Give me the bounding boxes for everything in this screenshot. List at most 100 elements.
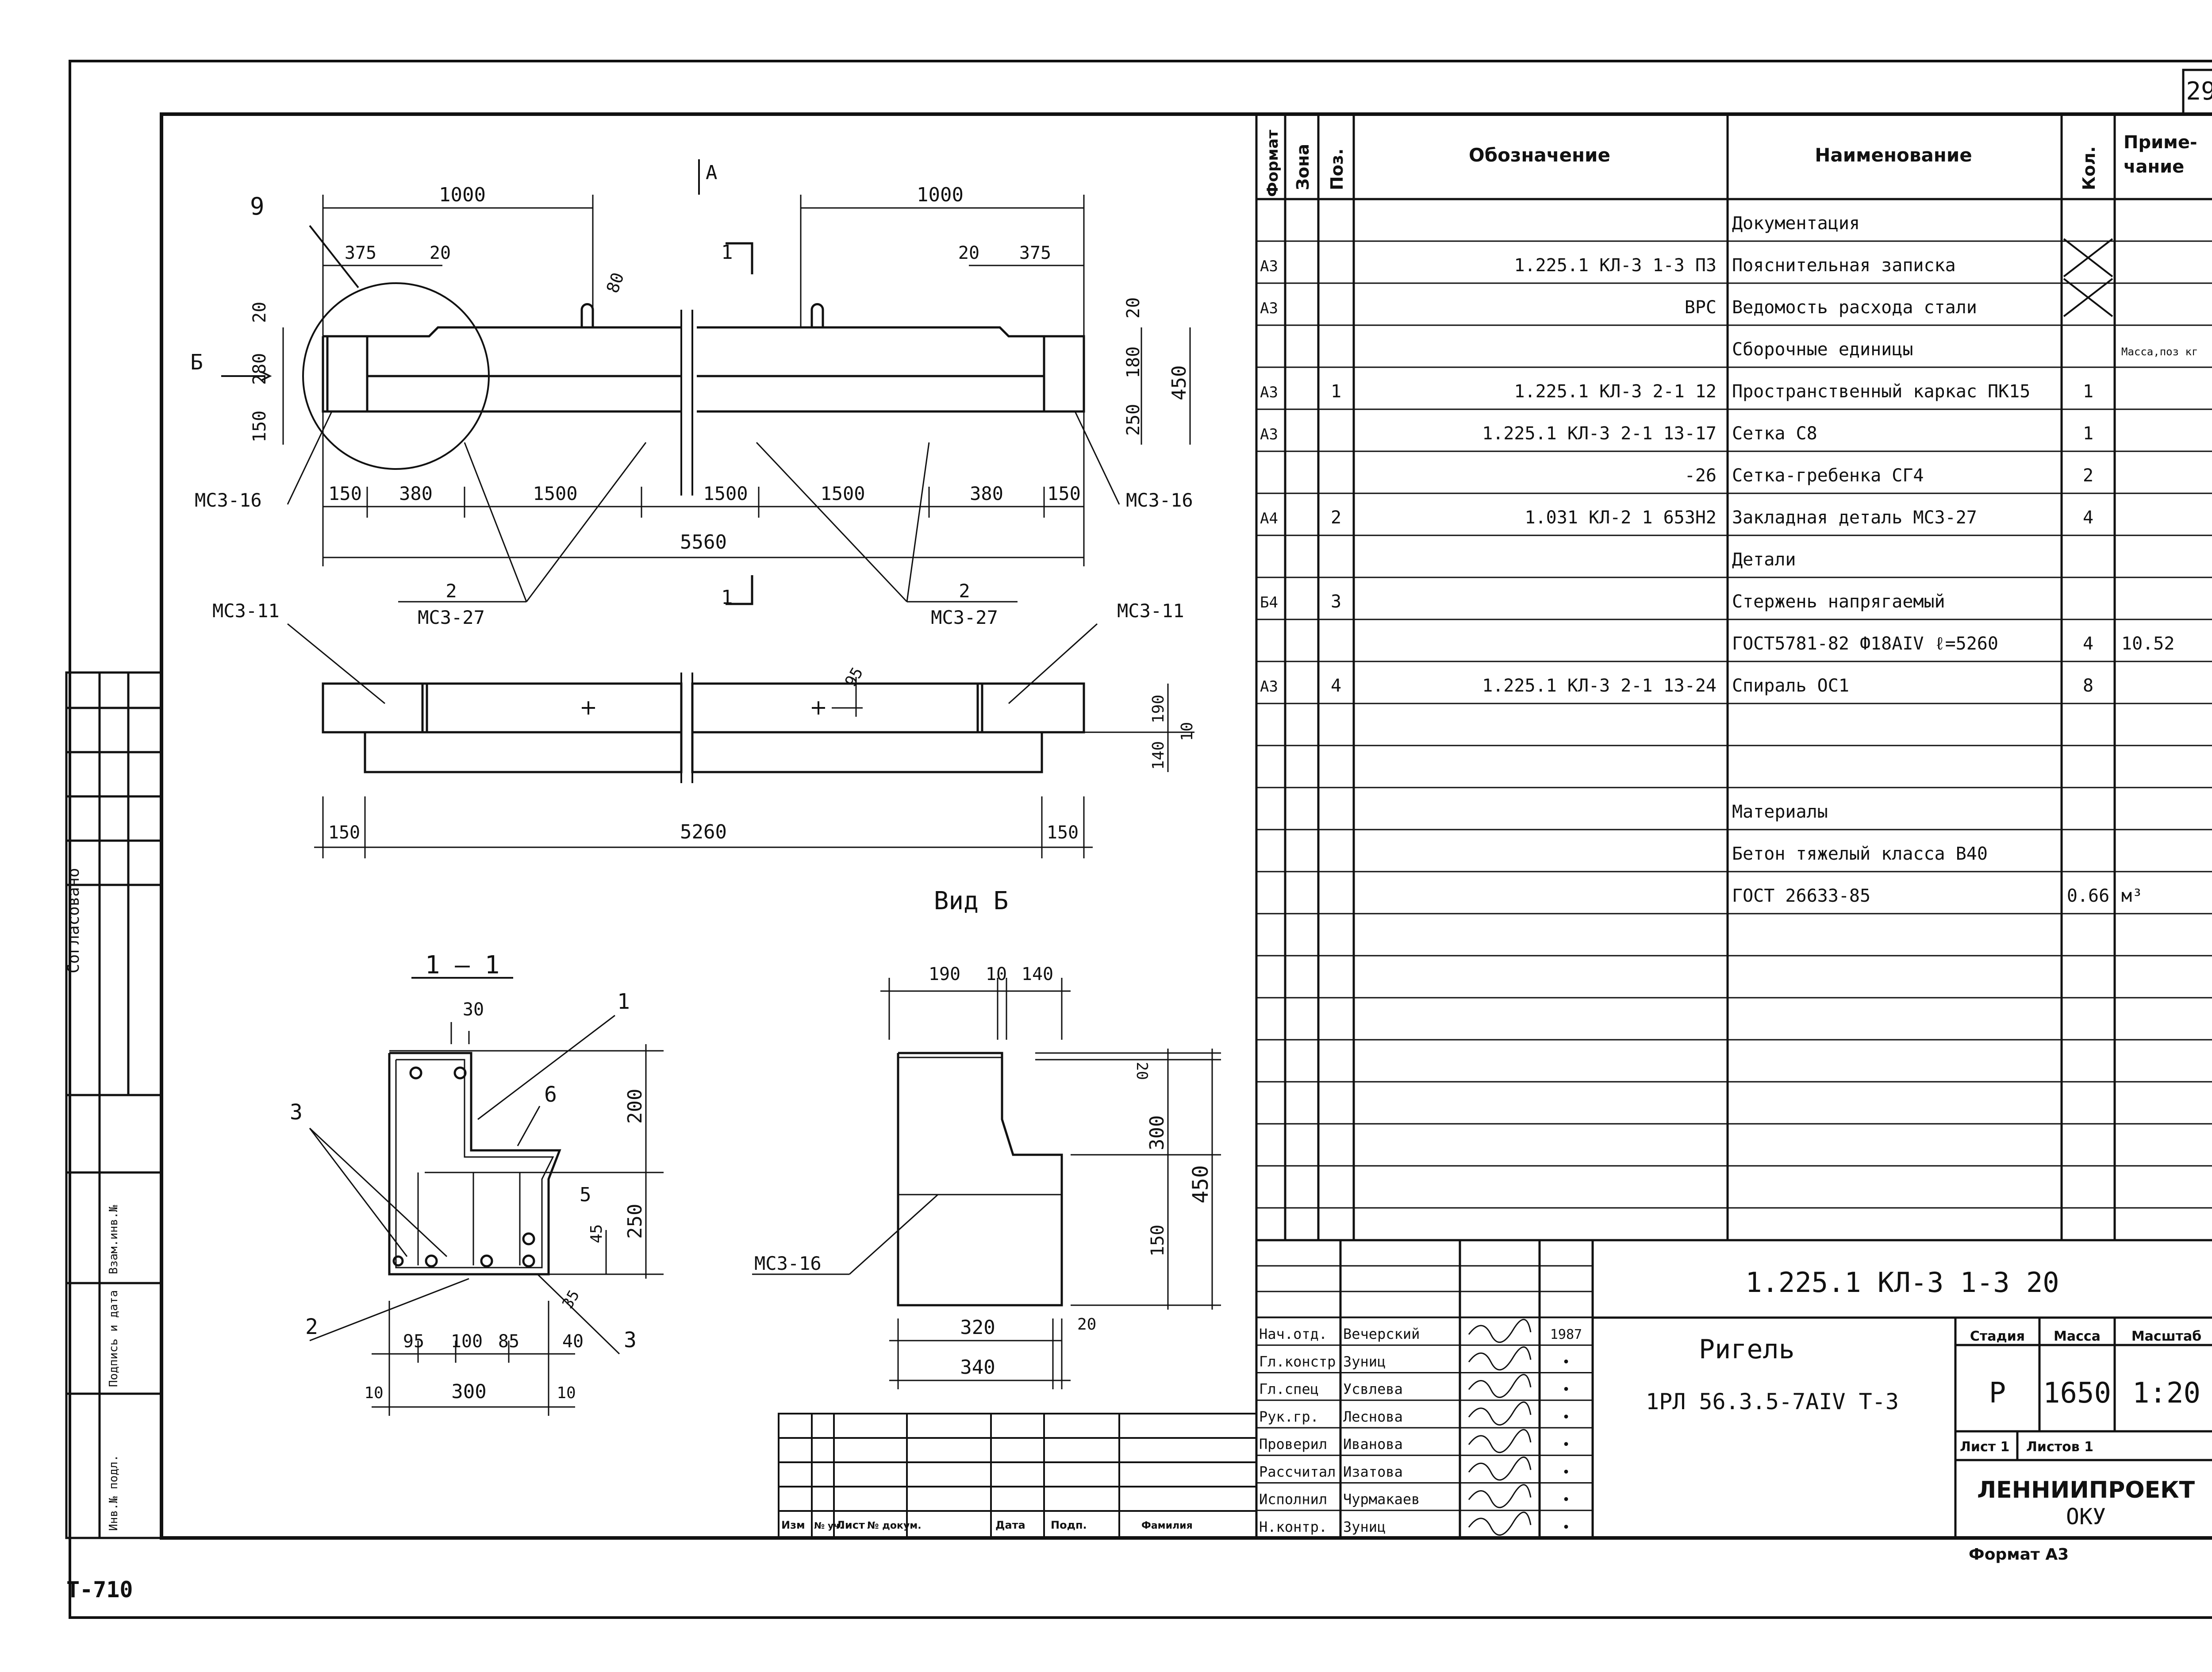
spec-row-name: Бетон тяжелый класса В40: [1732, 844, 1988, 864]
sig-role: Исполнил: [1259, 1491, 1327, 1508]
dim-top-1000-right: 1000: [917, 184, 964, 206]
signature-scribble: [1468, 1401, 1532, 1426]
vb-dim-140: 140: [1022, 964, 1053, 984]
spec-row-pos: 1: [1331, 381, 1341, 402]
beam-plan: [287, 623, 1194, 858]
col-format-header: Формат: [1264, 130, 1282, 197]
signature-scribble: [1468, 1484, 1532, 1508]
dim-left-280: 280: [250, 353, 270, 385]
dim-plan-95: 95: [841, 664, 867, 690]
view-b: [752, 978, 1221, 1389]
beam-elevation: [221, 159, 1191, 605]
vb-dim-300: 300: [1146, 1115, 1168, 1150]
doc-code: 1.225.1 КЛ-3 1-3 20: [1745, 1266, 2059, 1299]
col-pos-header: Поз.: [1327, 149, 1347, 190]
sig-role: Гл.констр: [1259, 1353, 1336, 1370]
sig-date: 1987: [1550, 1327, 1582, 1342]
spec-row-designation: 1.225.1 КЛ-3 2-1 13-17: [1482, 423, 1717, 444]
dim-left-150: 150: [250, 411, 270, 442]
spec-row-name: Закладная деталь МС3-27: [1732, 507, 1977, 528]
signature-scribble: [1468, 1374, 1532, 1398]
rev-list: Лист: [836, 1519, 865, 1531]
org-name: ЛЕННИИПРОЕКТ: [1977, 1477, 2195, 1503]
callout-mc327-left: МС3-27: [418, 607, 485, 628]
sec-callout-3b: 3: [624, 1328, 637, 1353]
callout-9: 9: [250, 192, 265, 220]
spec-row-qty: 0.66: [2067, 886, 2109, 906]
spec-row-note: Масса,поз кг: [2121, 346, 2198, 358]
rev-doc: № докум.: [867, 1520, 922, 1531]
rev-date: Дата: [995, 1519, 1025, 1531]
spec-row-format: А3: [1260, 426, 1278, 443]
col-designation-header: Обозначение: [1469, 144, 1610, 166]
dim-top-1000-left: 1000: [439, 184, 486, 206]
sig-name: Леснова: [1343, 1408, 1403, 1425]
sig-name: Иванова: [1343, 1436, 1403, 1453]
vb-dim-320: 320: [960, 1316, 995, 1339]
dim-top-375-left: 375: [345, 243, 376, 263]
spec-row-name: ГОСТ5781-82 Ф18АIV ℓ=5260: [1732, 634, 1998, 654]
dim-plan-140: 140: [1149, 741, 1167, 770]
sig-role: Гл.спец: [1259, 1381, 1319, 1398]
dim-plan-190: 190: [1149, 695, 1167, 723]
spec-row-designation: 1.225.1 КЛ-3 2-1 13-24: [1482, 676, 1717, 696]
spec-row-name: Материалы: [1732, 802, 1828, 822]
col-qty-header: Кол.: [2079, 146, 2099, 190]
mass-label: Масса: [2054, 1329, 2101, 1344]
sig-name: Зуниц: [1343, 1518, 1386, 1535]
vb-dim-10: 10: [986, 964, 1007, 984]
spec-row-format: А3: [1260, 258, 1278, 275]
spec-row-name: Пояснительная записка: [1732, 255, 1956, 276]
sec-dim-40: 40: [562, 1331, 584, 1352]
spec-row-name: Сетка С8: [1732, 423, 1817, 444]
vb-dim-450: 450: [1188, 1165, 1213, 1203]
stage-label: Стадия: [1970, 1329, 2025, 1344]
label-mc311-left: МС3-11: [212, 600, 280, 622]
sec-dim-250: 250: [624, 1204, 646, 1239]
spec-row-format: А3: [1260, 300, 1278, 317]
sig-date: •: [1562, 1410, 1570, 1425]
spec-row-designation: -26: [1685, 465, 1717, 486]
scale-value: 1:20: [2132, 1377, 2200, 1410]
stage-value: Р: [1989, 1377, 2006, 1410]
spec-row-name: Сборочные единицы: [1732, 339, 1913, 360]
dim-left-20: 20: [250, 302, 270, 323]
spec-row-qty: 1: [2083, 423, 2093, 444]
dim-plan-150-right: 150: [1047, 823, 1079, 843]
callout-mc327-right: МС3-27: [931, 607, 998, 628]
dim-plan-10: 10: [1178, 722, 1196, 741]
callout-2-right: 2: [959, 580, 970, 602]
dim-right-20: 20: [1123, 297, 1144, 319]
spec-row-format: А3: [1260, 384, 1278, 401]
dim-bottom: 150: [328, 483, 362, 504]
dim-total-5560: 5560: [680, 531, 727, 553]
dim-top-20-right: 20: [958, 243, 979, 263]
dim-right-250: 250: [1123, 404, 1144, 436]
section-mark-1-bottom: 1: [721, 586, 733, 609]
vb-dim-20: 20: [1133, 1062, 1151, 1080]
dim-bottom: 1500: [703, 483, 748, 504]
sec-dim-100: 100: [451, 1331, 483, 1352]
label-mc316-right: МС3-16: [1126, 489, 1193, 511]
sig-date: •: [1562, 1464, 1570, 1480]
dim-plan-150-left: 150: [328, 823, 360, 843]
signature-scribble: [1468, 1429, 1532, 1453]
section-mark-1-top: 1: [721, 241, 733, 264]
spec-row-name: Документация: [1732, 213, 1860, 234]
sig-name: Усвлева: [1343, 1381, 1403, 1398]
signature-scribble: [1468, 1511, 1532, 1536]
sig-role: Проверил: [1259, 1436, 1327, 1453]
sig-role: Н.контр.: [1259, 1518, 1327, 1535]
dim-right-450: 450: [1168, 365, 1190, 400]
dim-bottom: 380: [399, 483, 433, 504]
item-name: Ригель: [1699, 1334, 1795, 1365]
spec-row-note: 10.52: [2121, 634, 2174, 654]
org-dept: ОКУ: [2066, 1504, 2106, 1530]
sec-dim-45: 45: [588, 1224, 606, 1243]
sig-name: Чурмакаев: [1343, 1491, 1420, 1508]
rev-izm: Изм: [781, 1519, 805, 1531]
spec-row-designation: 1.031 КЛ-2 1 653Н2: [1525, 507, 1717, 528]
sec-callout-1: 1: [617, 989, 630, 1014]
sec-dim-85: 85: [498, 1331, 519, 1352]
